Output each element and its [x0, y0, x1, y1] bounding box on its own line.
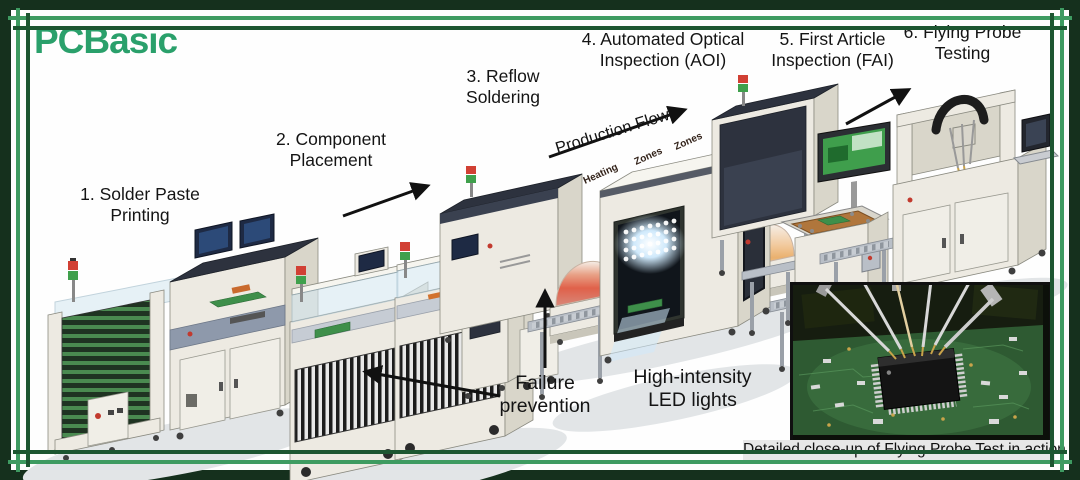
step-3-line1: 3. Reflow: [466, 66, 540, 86]
step-2-line2: Placement: [289, 150, 373, 170]
inset-photo-illustration: [793, 277, 1043, 435]
tester-monitor-icon: [1012, 113, 1060, 165]
failure-line1: Failure: [515, 372, 575, 394]
inset-photo-flying-probe: [790, 277, 1052, 444]
machine-aoi-inline: [711, 75, 839, 276]
step-5-line2: Inspection (FAI): [771, 50, 894, 70]
step-4-line2: Inspection (AOI): [599, 50, 727, 70]
arrow-to-step3: [342, 182, 431, 218]
arrow-to-step6: [845, 88, 912, 126]
oven-zone-label: Zones: [673, 131, 705, 153]
step-label-4: 4. Automated Optical Inspection (AOI): [568, 29, 758, 71]
signal-tower-icon: [738, 75, 748, 106]
step-5-line1: 5. First Article: [779, 29, 886, 49]
arrow-production-flow: [548, 105, 688, 159]
signal-tower-icon: [296, 266, 306, 302]
step-6-line1: 6. Flying Probe: [903, 22, 1022, 42]
step-label-1: 1. Solder Paste Printing: [62, 184, 218, 226]
led-lights-label: High-intensity LED lights: [600, 366, 785, 413]
step-label-6: 6. Flying Probe Testing: [890, 22, 1035, 64]
led-array-icon: [623, 218, 677, 262]
step-label-2: 2. Component Placement: [261, 129, 401, 171]
failure-line2: prevention: [499, 395, 591, 418]
signal-tower-icon: [400, 242, 410, 278]
signal-tower-icon: [466, 166, 476, 197]
step-4-line1: 4. Automated Optical: [581, 29, 745, 49]
inset-caption: Detailed close-up of Flying Probe Test i…: [743, 440, 1066, 460]
signal-tower-icon: [68, 258, 78, 302]
step-1-line1: 1. Solder Paste: [80, 184, 200, 204]
step-3-line2: Soldering: [466, 87, 540, 107]
machine-solder-paste-printer: [169, 213, 319, 440]
step-2-line1: 2. Component: [276, 129, 386, 149]
machine-flying-probe: [819, 89, 1060, 326]
step-6-line2: Testing: [934, 43, 991, 63]
arrow-failure-left: [362, 365, 501, 398]
probe-head-icon: [931, 95, 989, 135]
failure-prevention-label: Failure prevention: [463, 372, 627, 419]
oven-zone-label: Zones: [633, 146, 665, 168]
step-label-5: 5. First Article Inspection (FAI): [755, 29, 910, 71]
qfp-chip-icon: [870, 348, 968, 415]
printer-monitor-icon: [194, 213, 275, 259]
flow-arrows: [342, 88, 912, 398]
pcbasic-logo: PCBasic: [34, 20, 178, 61]
led-line2: LED lights: [648, 389, 737, 412]
smd-components: [810, 337, 1027, 424]
fai-monitor-icon: [817, 121, 891, 183]
station-fai: [741, 121, 941, 336]
step-1-line2: Printing: [110, 205, 170, 225]
led-line1: High-intensity: [633, 366, 752, 388]
step-label-3: 3. Reflow Soldering: [448, 66, 558, 108]
gold-pads: [827, 347, 1017, 427]
